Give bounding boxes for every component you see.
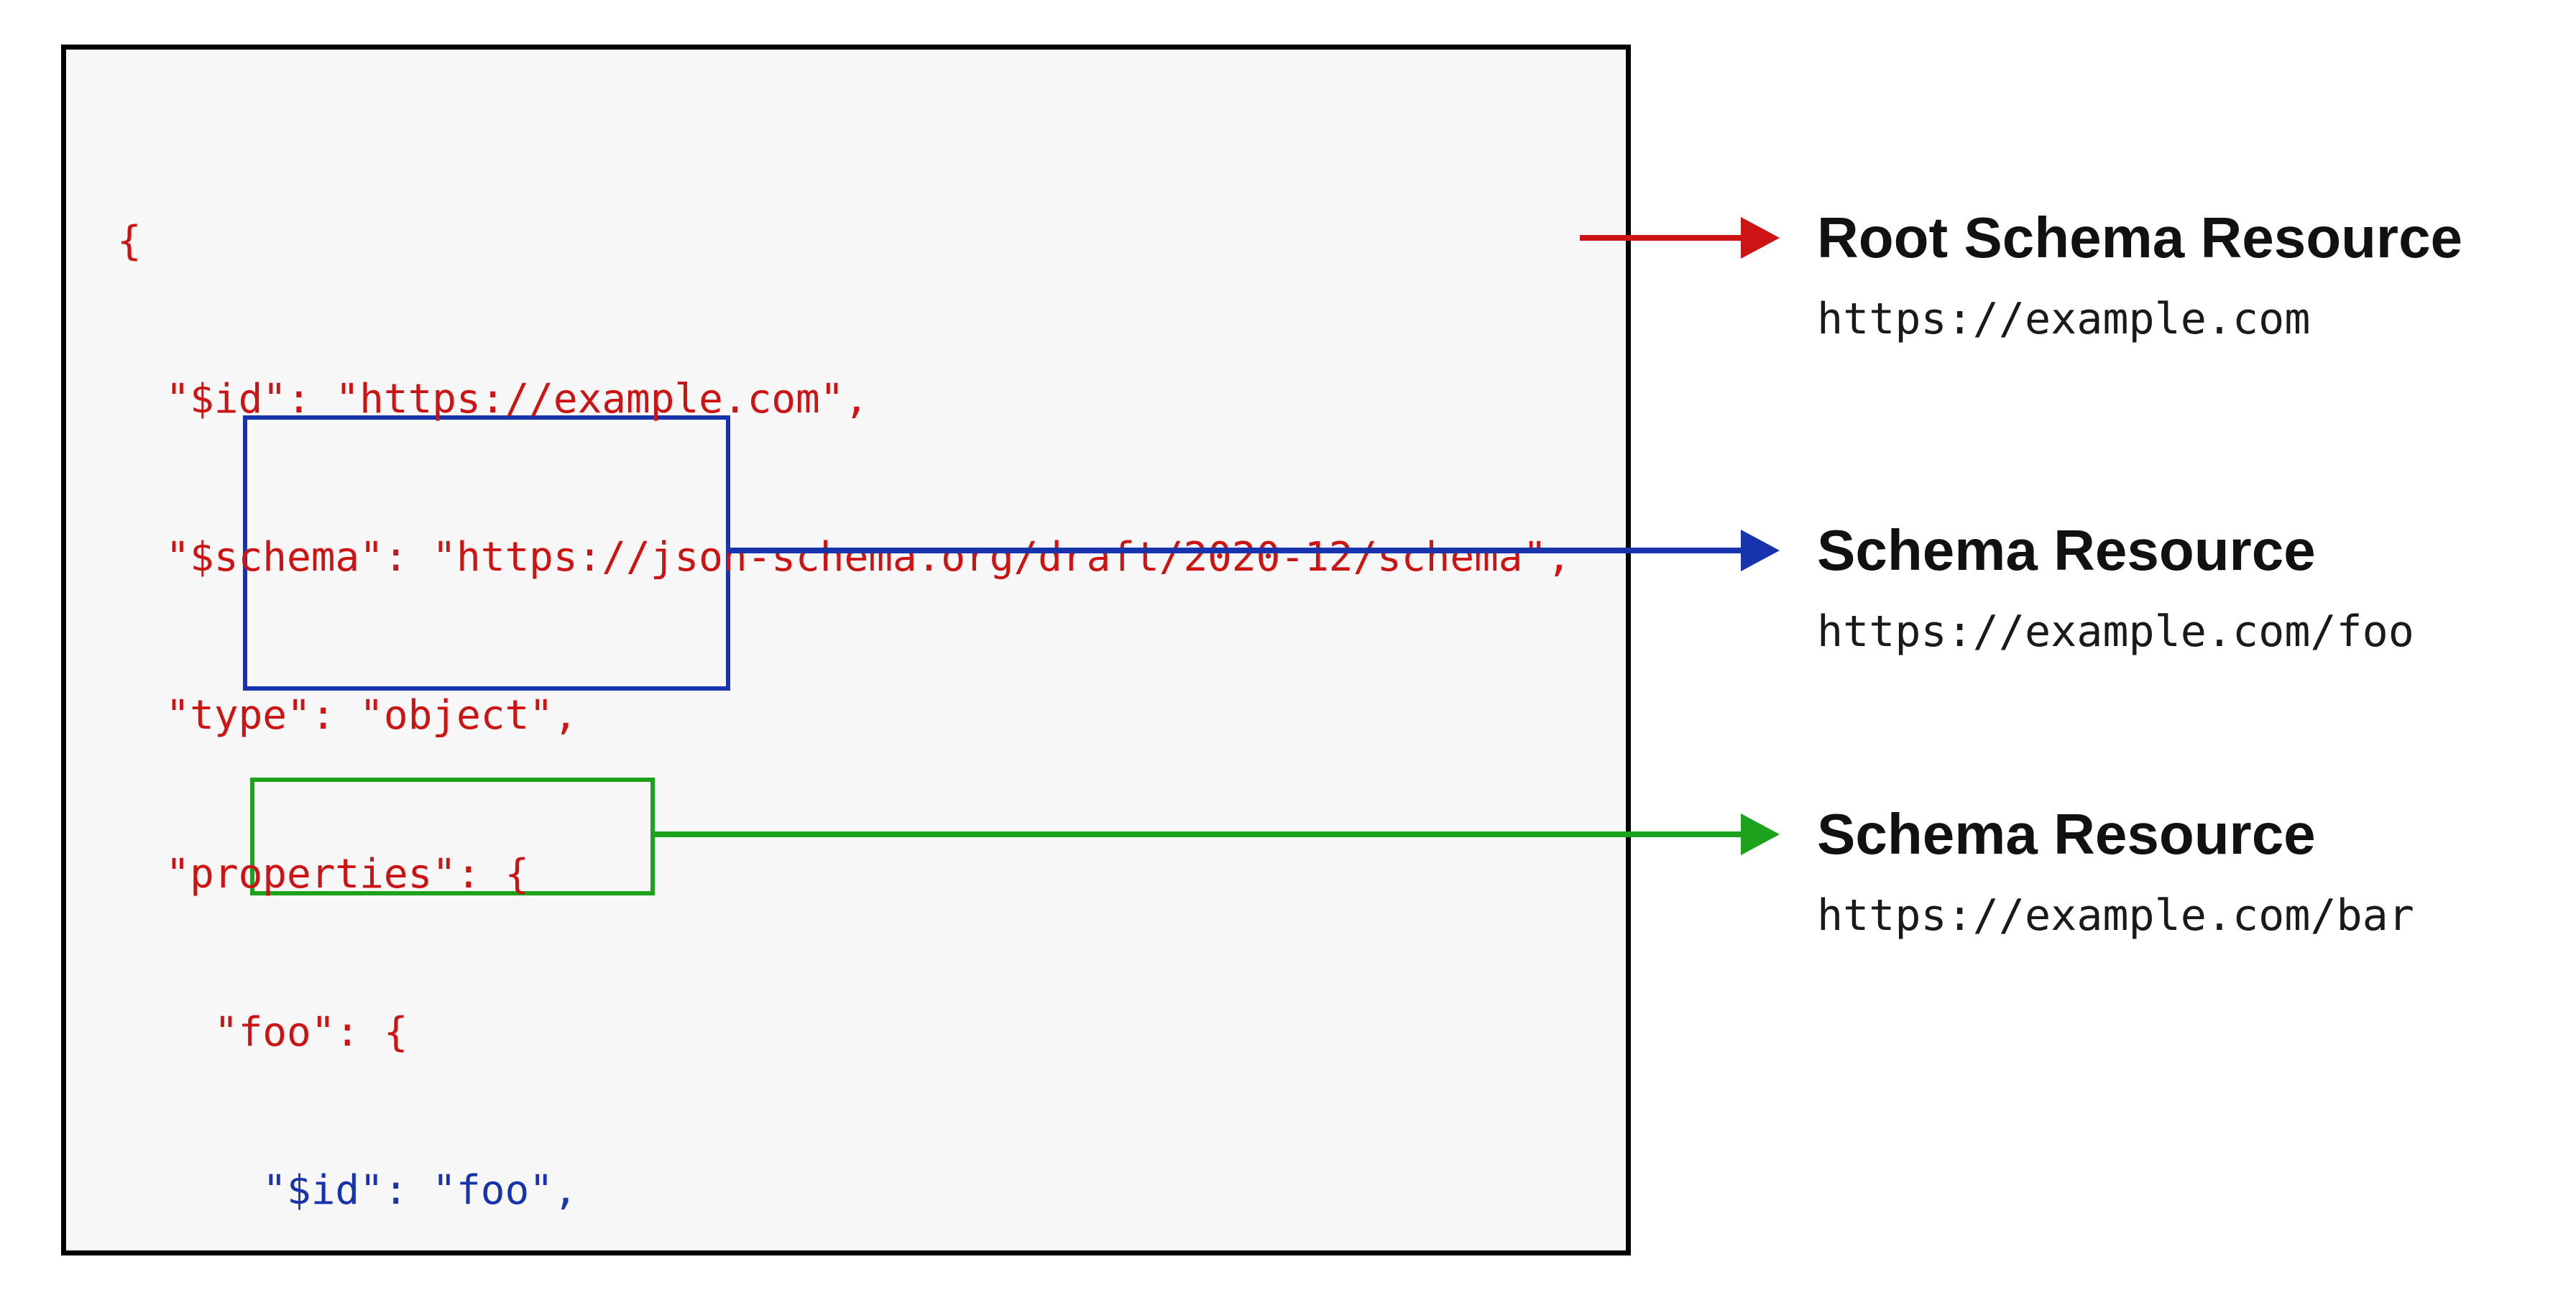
code-line: "properties": { bbox=[117, 850, 530, 898]
foo-schema-label-url: https://example.com/foo bbox=[1817, 607, 2414, 657]
root-schema-arrow-head bbox=[1741, 217, 1780, 259]
root-schema-label: Root Schema Resource https://example.com bbox=[1817, 206, 2463, 344]
foo-schema-label-title: Schema Resource bbox=[1817, 518, 2316, 582]
root-schema-arrow-line bbox=[1580, 235, 1743, 241]
foo-schema-arrow-line bbox=[727, 548, 1743, 553]
root-schema-label-title: Root Schema Resource bbox=[1817, 206, 2463, 269]
root-schema-label-url: https://example.com bbox=[1817, 294, 2311, 344]
code-line: "$id": "foo", bbox=[117, 1167, 578, 1215]
foo-schema-label: Schema Resource https://example.com/foo bbox=[1817, 518, 2414, 657]
code-line: "$id": "https://example.com", bbox=[117, 376, 869, 423]
bar-schema-label-url: https://example.com/bar bbox=[1817, 890, 2414, 941]
foo-schema-arrow-head bbox=[1741, 530, 1780, 571]
code-line: "$schema": "https://json-schema.org/draf… bbox=[117, 534, 1571, 581]
code-line: { bbox=[117, 217, 142, 264]
code-line: "type": "object", bbox=[117, 692, 578, 739]
bar-schema-label-title: Schema Resource bbox=[1817, 802, 2316, 866]
code-line: "foo": { bbox=[117, 1008, 408, 1056]
bar-schema-label: Schema Resource https://example.com/bar bbox=[1817, 802, 2414, 941]
schema-document-panel bbox=[61, 45, 1631, 1255]
json-code-block: { "$id": "https://example.com", "$schema… bbox=[117, 109, 1571, 1295]
bar-schema-arrow-line bbox=[652, 831, 1743, 837]
bar-schema-arrow-head bbox=[1741, 814, 1780, 855]
